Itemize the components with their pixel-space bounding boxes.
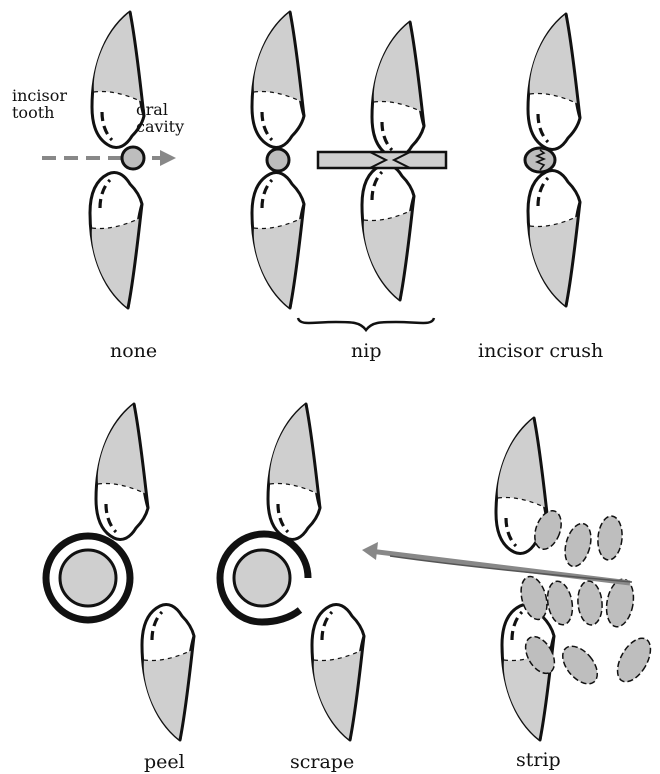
panel-strip: [362, 418, 657, 740]
oral-label-line1: oral: [136, 101, 168, 118]
panel-nip: [252, 12, 446, 330]
panel-scrape: [220, 404, 364, 740]
nip-brace: [298, 318, 434, 330]
label-strip: strip: [516, 749, 561, 771]
leaves: [517, 507, 658, 690]
label-nip: nip: [351, 340, 381, 362]
panel-incisor-crush: [525, 14, 580, 306]
incisor-label-line1: incisor: [12, 87, 67, 104]
oral-label-line2: cavity: [136, 118, 184, 135]
label-none: none: [110, 340, 157, 362]
incisor-label-line2: tooth: [12, 104, 54, 121]
label-scrape: scrape: [290, 751, 354, 773]
label-peel: peel: [144, 751, 185, 773]
panel-none: [42, 12, 176, 308]
label-incisor-crush: incisor crush: [478, 340, 603, 362]
panel-peel: [46, 404, 194, 740]
